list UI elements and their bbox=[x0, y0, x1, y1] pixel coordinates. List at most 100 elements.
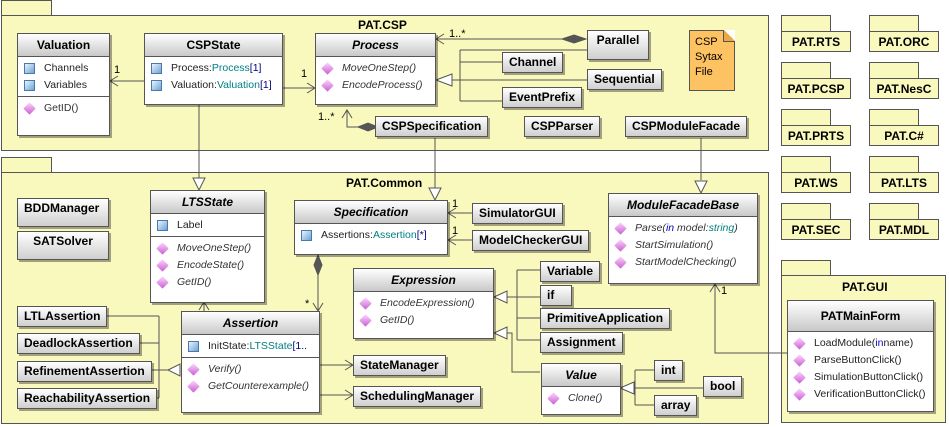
mult-parallel-process: 1..* bbox=[449, 28, 466, 40]
class-modulefacadebase[interactable]: ModuleFacadeBase Parse(in model:string) … bbox=[608, 193, 758, 284]
attributes-section: Label bbox=[151, 214, 264, 237]
note-line: Sytax bbox=[695, 51, 723, 63]
attribute-mult: [1] bbox=[259, 79, 272, 91]
operation: GetID() bbox=[380, 314, 415, 326]
attribute-type: LTSState bbox=[249, 340, 293, 352]
mini-package-tab bbox=[781, 62, 831, 79]
mini-package-tab bbox=[869, 15, 919, 32]
mini-package-pat-nesc[interactable]: PAT.NesC bbox=[869, 78, 939, 99]
class-satsolver[interactable]: SATSolver bbox=[17, 231, 109, 260]
operation-close: ) bbox=[734, 222, 738, 234]
operation: ParseButtonClick() bbox=[814, 354, 902, 366]
class-simulatorgui[interactable]: SimulatorGUI bbox=[472, 203, 563, 224]
attribute: Label bbox=[177, 219, 203, 231]
class-ltlassertion[interactable]: LTLAssertion bbox=[17, 306, 108, 327]
protected-operation-icon bbox=[793, 354, 806, 367]
class-cspmodulefacade[interactable]: CSPModuleFacade bbox=[625, 116, 748, 137]
attributes-section: InitState:LTSState[1.. bbox=[182, 335, 319, 358]
operation-icon bbox=[187, 380, 200, 393]
mini-package-tab bbox=[781, 156, 831, 173]
class-parallel[interactable]: Parallel bbox=[587, 30, 649, 60]
operation: MoveOneStep() bbox=[342, 62, 417, 74]
operation-name: Parse( bbox=[635, 222, 666, 234]
operations-section: EncodeExpression() GetID() bbox=[354, 292, 493, 331]
mini-package-tab bbox=[869, 109, 919, 126]
operation: EncodeState() bbox=[177, 259, 245, 271]
class-cspspecification[interactable]: CSPSpecification bbox=[375, 116, 489, 137]
class-ltsstate[interactable]: LTSState Label MoveOneStep() EncodeState… bbox=[150, 190, 265, 303]
class-name: Specification bbox=[295, 201, 447, 224]
operation: GetCounterexample() bbox=[208, 380, 309, 392]
class-array[interactable]: array bbox=[654, 395, 698, 416]
operation: GetID() bbox=[177, 276, 212, 288]
class-name: LTSState bbox=[151, 191, 264, 214]
attribute-name: Valuation: bbox=[171, 79, 217, 91]
class-process[interactable]: Process MoveOneStep() EncodeProcess() bbox=[315, 33, 436, 105]
class-value[interactable]: Value Clone() bbox=[541, 363, 621, 415]
class-name: Process bbox=[316, 34, 435, 57]
class-eventprefix[interactable]: EventPrefix bbox=[502, 87, 583, 108]
class-variable[interactable]: Variable bbox=[540, 261, 601, 282]
class-sequential[interactable]: Sequential bbox=[587, 69, 662, 90]
mini-package-pat-sec[interactable]: PAT.SEC bbox=[781, 219, 851, 240]
mini-package-pat-mdl[interactable]: PAT.MDL bbox=[869, 219, 939, 240]
class-channel[interactable]: Channel bbox=[502, 52, 564, 73]
operation-icon bbox=[614, 256, 627, 269]
mini-package-pat-pcsp[interactable]: PAT.PCSP bbox=[781, 78, 851, 99]
class-if[interactable]: if bbox=[540, 285, 572, 306]
package-title-csp: PAT.CSP bbox=[358, 18, 407, 32]
class-refinementassertion[interactable]: RefinementAssertion bbox=[17, 361, 152, 382]
param-type: string bbox=[708, 222, 735, 234]
class-deadlockassertion[interactable]: DeadlockAssertion bbox=[17, 333, 140, 354]
mini-package-tab bbox=[781, 15, 831, 32]
attribute-name: Process: bbox=[171, 62, 212, 74]
operation-name: LoadModule( bbox=[814, 337, 876, 349]
operation-icon bbox=[321, 62, 334, 75]
operation: GetID() bbox=[44, 102, 79, 114]
mini-package-pat-c-[interactable]: PAT.C# bbox=[869, 125, 939, 146]
class-expression[interactable]: Expression EncodeExpression() GetID() bbox=[353, 268, 494, 339]
class-statemanager[interactable]: StateManager bbox=[353, 355, 446, 376]
class-specification[interactable]: Specification Assertions:Assertion[*] bbox=[294, 200, 448, 255]
class-modelcheckergui[interactable]: ModelCheckerGUI bbox=[472, 230, 590, 251]
mini-package-pat-ws[interactable]: PAT.WS bbox=[781, 172, 851, 193]
class-bddmanager[interactable]: BDDManager bbox=[17, 198, 109, 227]
class-name: Assertion bbox=[182, 312, 319, 335]
class-reachabilityassertion[interactable]: ReachabilityAssertion bbox=[17, 388, 158, 409]
param-direction: in bbox=[875, 337, 884, 349]
mini-package-pat-prts[interactable]: PAT.PRTS bbox=[781, 125, 851, 146]
attribute-icon bbox=[151, 80, 162, 91]
attribute-mult: [*] bbox=[416, 229, 427, 241]
operation: EncodeProcess() bbox=[342, 79, 423, 91]
class-assertion[interactable]: Assertion InitState:LTSState[1.. Verify(… bbox=[181, 311, 320, 413]
class-bool[interactable]: bool bbox=[703, 376, 743, 397]
class-cspparser[interactable]: CSPParser bbox=[524, 116, 601, 137]
class-patmainform[interactable]: PATMainForm LoadModule(in name) ParseBut… bbox=[787, 300, 934, 412]
param-name: name) bbox=[883, 337, 914, 349]
operations-section: MoveOneStep() EncodeState() GetID() bbox=[151, 237, 264, 293]
class-cspstate[interactable]: CSPState Process:Process[1] Valuation:Va… bbox=[144, 33, 283, 105]
mult-modelcheckergui: 1 bbox=[452, 225, 459, 237]
operation: EncodeExpression() bbox=[380, 297, 475, 309]
package-tab-common bbox=[1, 157, 52, 173]
class-assignment[interactable]: Assignment bbox=[540, 332, 623, 353]
mini-package-pat-lts[interactable]: PAT.LTS bbox=[869, 172, 939, 193]
package-tab-gui bbox=[781, 260, 831, 276]
mini-package-pat-orc[interactable]: PAT.ORC bbox=[869, 31, 939, 52]
class-name: PATMainForm bbox=[788, 301, 933, 332]
attribute-icon bbox=[157, 220, 168, 231]
class-valuation[interactable]: Valuation Channels Variables GetID() bbox=[17, 33, 110, 136]
class-primitiveapplication[interactable]: PrimitiveApplication bbox=[540, 308, 671, 329]
attribute-mult: [1] bbox=[249, 62, 262, 74]
mini-package-pat-rts[interactable]: PAT.RTS bbox=[781, 31, 851, 52]
operations-section: Parse(in model:string) StartSimulation()… bbox=[609, 217, 757, 273]
class-schedulingmanager[interactable]: SchedulingManager bbox=[353, 386, 482, 407]
mini-package-tab bbox=[781, 109, 831, 126]
operation-icon bbox=[156, 259, 169, 272]
operations-section: MoveOneStep() EncodeProcess() bbox=[316, 57, 435, 96]
mult-valuation: 1 bbox=[114, 64, 121, 76]
attribute-type: Process bbox=[211, 62, 250, 74]
class-int[interactable]: int bbox=[654, 360, 683, 381]
operations-section: LoadModule(in name) ParseButtonClick() S… bbox=[788, 332, 933, 405]
mini-package-tab bbox=[869, 62, 919, 79]
